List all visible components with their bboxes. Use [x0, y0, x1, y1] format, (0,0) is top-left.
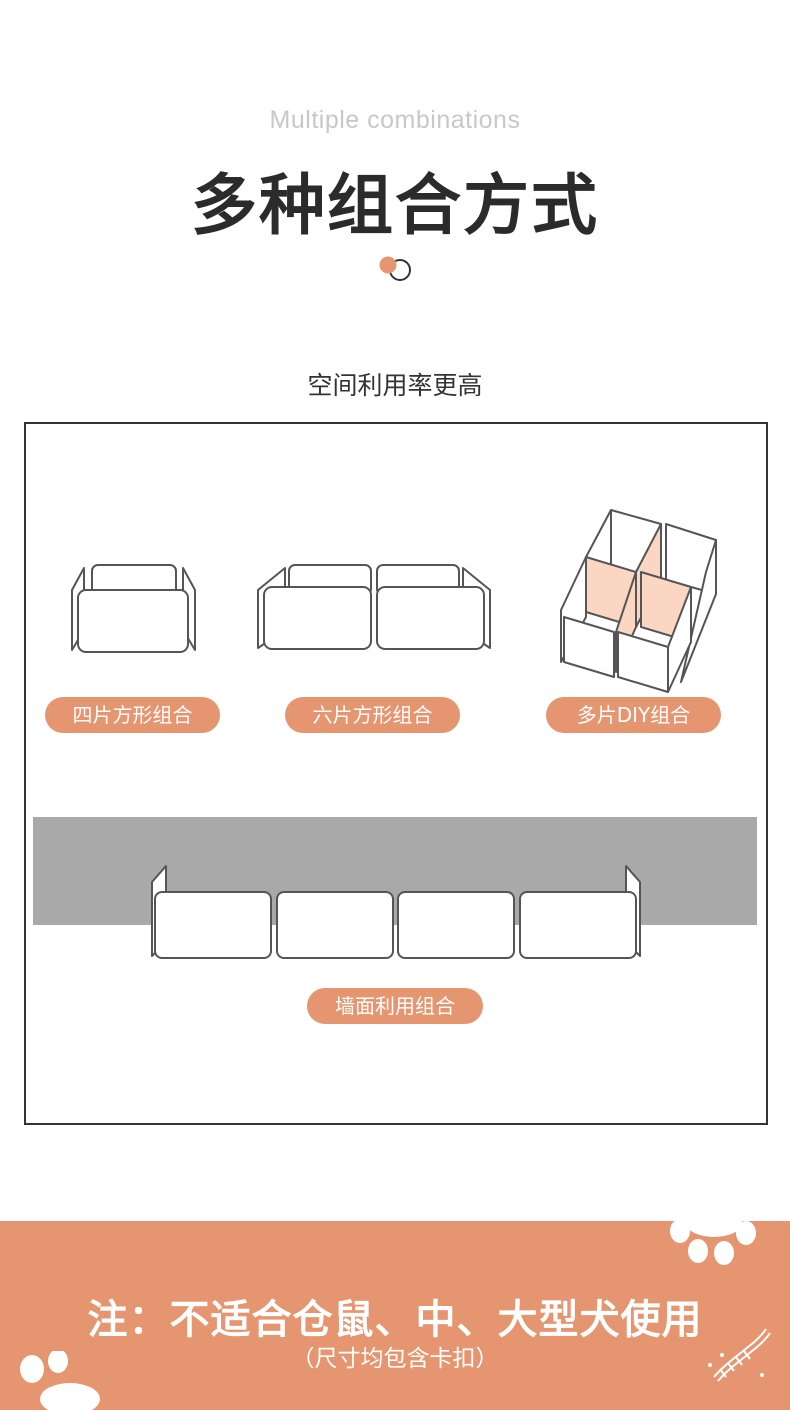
paw-print-icon-2 [20, 1351, 100, 1410]
decor-dots-icon [379, 256, 411, 281]
combo-label-six-panel: 六片方形组合 [285, 697, 460, 733]
combo-label-four-panel: 四片方形组合 [45, 697, 220, 733]
paw-print-icon [670, 1221, 756, 1265]
combo-label-diy: 多片DIY组合 [546, 697, 721, 733]
note-banner: 注：不适合仓鼠、中、大型犬使用 （尺寸均包含卡扣） [0, 1221, 790, 1410]
six-panel-illustration [257, 564, 491, 650]
subtitle-english: Multiple combinations [269, 106, 521, 134]
combination-frame [24, 422, 768, 1125]
page-title: 多种组合方式 [191, 167, 599, 244]
note-main-text: 注：不适合仓鼠、中、大型犬使用 [87, 1297, 703, 1343]
combo-label-wall: 墙面利用组合 [307, 988, 483, 1024]
section-title: 空间利用率更高 [307, 371, 483, 400]
four-panel-illustration [71, 564, 196, 653]
rope-toy-icon [708, 1328, 771, 1382]
wall-panel-illustration [151, 865, 641, 959]
note-sub-text: （尺寸均包含卡扣） [291, 1346, 499, 1372]
diy-panel-illustration [560, 509, 717, 693]
